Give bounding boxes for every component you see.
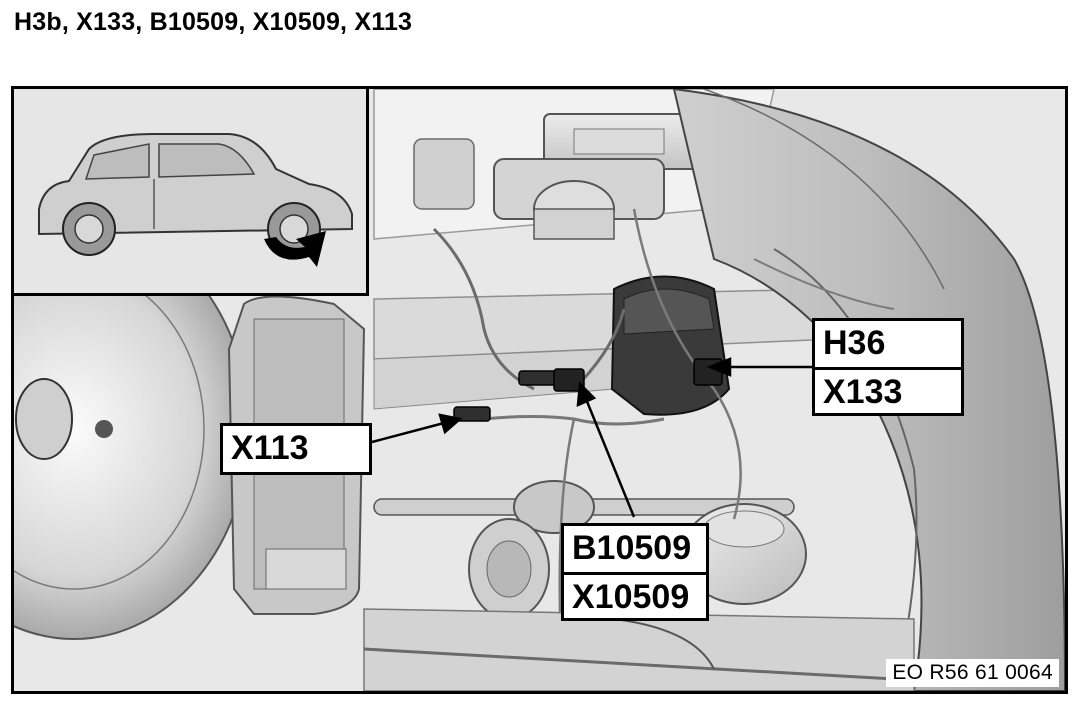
callout-x113: X113 [220,423,372,475]
car-inset-thumbnail [14,89,369,296]
headlight-housing [610,275,731,416]
label-x10509: X10509 [564,572,706,618]
engine-bay-diagram: H36 X133 X113 B10509 X10509 EO R56 61 00… [11,86,1068,694]
label-x113: X113 [231,429,309,467]
label-x133: X133 [815,367,961,413]
reference-code: EO R56 61 0064 [886,659,1059,687]
label-b10509: B10509 [572,529,692,567]
callout-h36-x133: H36 X133 [812,318,964,416]
car-side-front-wheel-arrow-icon [14,89,366,293]
callout-b10509-x10509: B10509 X10509 [561,523,709,621]
label-h36: H36 [823,324,886,362]
page-title: H3b, X133, B10509, X10509, X113 [14,8,413,36]
